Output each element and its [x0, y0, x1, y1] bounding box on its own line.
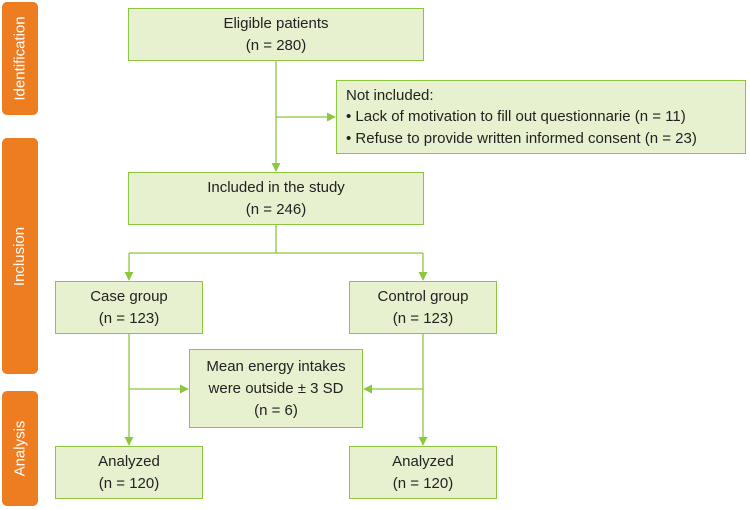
phase-label-inclusion: Inclusion — [2, 138, 38, 374]
control-group-count: (n = 123) — [392, 309, 454, 327]
not-included-reason: Lack of motivation to fill out questionn… — [346, 106, 685, 128]
case-analyzed-count: (n = 120) — [98, 474, 160, 492]
excluded-energy-box: Mean energy intakes were outside ± 3 SD … — [189, 349, 363, 428]
phase-label-analysis: Analysis — [2, 391, 38, 506]
eligible-patients-title: Eligible patients — [223, 14, 329, 32]
control-analyzed-title: Analyzed — [392, 452, 454, 470]
not-included-box: Not included: Lack of motivation to fill… — [336, 80, 746, 154]
control-analyzed-box: Analyzed (n = 120) — [349, 446, 497, 499]
eligible-patients-count: (n = 280) — [245, 36, 307, 54]
case-group-count: (n = 123) — [98, 309, 160, 327]
excluded-energy-line1: Mean energy intakes — [206, 357, 346, 375]
included-study-count: (n = 246) — [245, 200, 307, 218]
included-study-box: Included in the study (n = 246) — [128, 172, 424, 225]
not-included-title: Not included: — [346, 86, 434, 104]
included-study-title: Included in the study — [207, 178, 345, 196]
excluded-energy-line2: were outside ± 3 SD — [208, 379, 344, 397]
case-group-box: Case group (n = 123) — [55, 281, 203, 334]
case-analyzed-box: Analyzed (n = 120) — [55, 446, 203, 499]
case-analyzed-title: Analyzed — [98, 452, 160, 470]
phase-label-identification: Identification — [2, 2, 38, 115]
eligible-patients-box: Eligible patients (n = 280) — [128, 8, 424, 61]
control-analyzed-count: (n = 120) — [392, 474, 454, 492]
control-group-title: Control group — [377, 287, 469, 305]
control-group-box: Control group (n = 123) — [349, 281, 497, 334]
excluded-energy-count: (n = 6) — [254, 401, 298, 419]
not-included-reason: Refuse to provide written informed conse… — [346, 128, 696, 150]
case-group-title: Case group — [90, 287, 168, 305]
